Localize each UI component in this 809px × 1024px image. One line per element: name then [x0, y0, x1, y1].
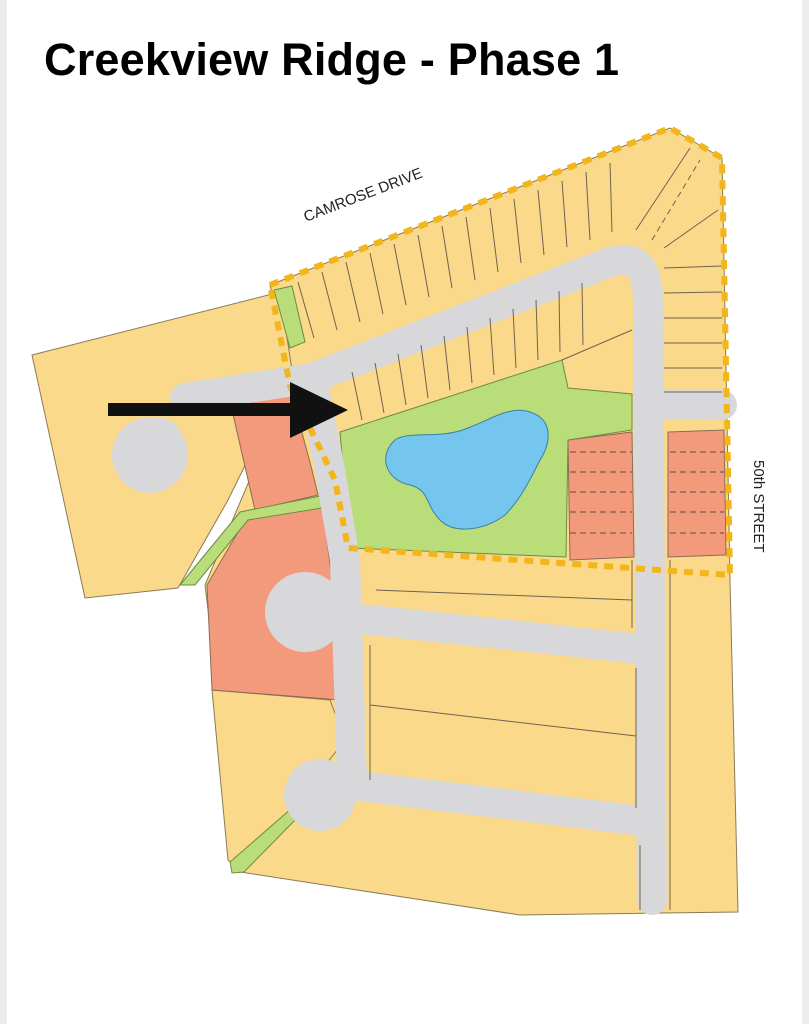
lot-lines-east-column	[635, 147, 723, 393]
greenway-northwest	[273, 285, 306, 349]
cul-de-sac-middle	[265, 572, 345, 652]
cul-de-sac-south	[284, 759, 356, 831]
street-label-50th-street: 50th STREET	[750, 460, 767, 553]
pointer-arrow	[108, 382, 348, 438]
left-page-edge	[0, 0, 7, 1024]
lot-lines-north-row	[297, 162, 613, 339]
street-label-camrose-drive: CAMROSE DRIVE	[301, 165, 425, 226]
right-page-edge	[802, 0, 809, 1024]
lot-lines-south	[369, 560, 671, 910]
storm-pond	[385, 409, 549, 530]
cul-de-sac-west-extension	[138, 418, 182, 462]
greenway-southwest	[229, 807, 301, 874]
multi-family-unit-lines	[570, 451, 724, 534]
multi-family-parcel-east	[667, 429, 727, 558]
page-title: Creekview Ridge - Phase 1	[44, 34, 620, 85]
multi-family-parcel-center	[567, 431, 635, 561]
lot-lines-inner-row	[351, 282, 633, 421]
